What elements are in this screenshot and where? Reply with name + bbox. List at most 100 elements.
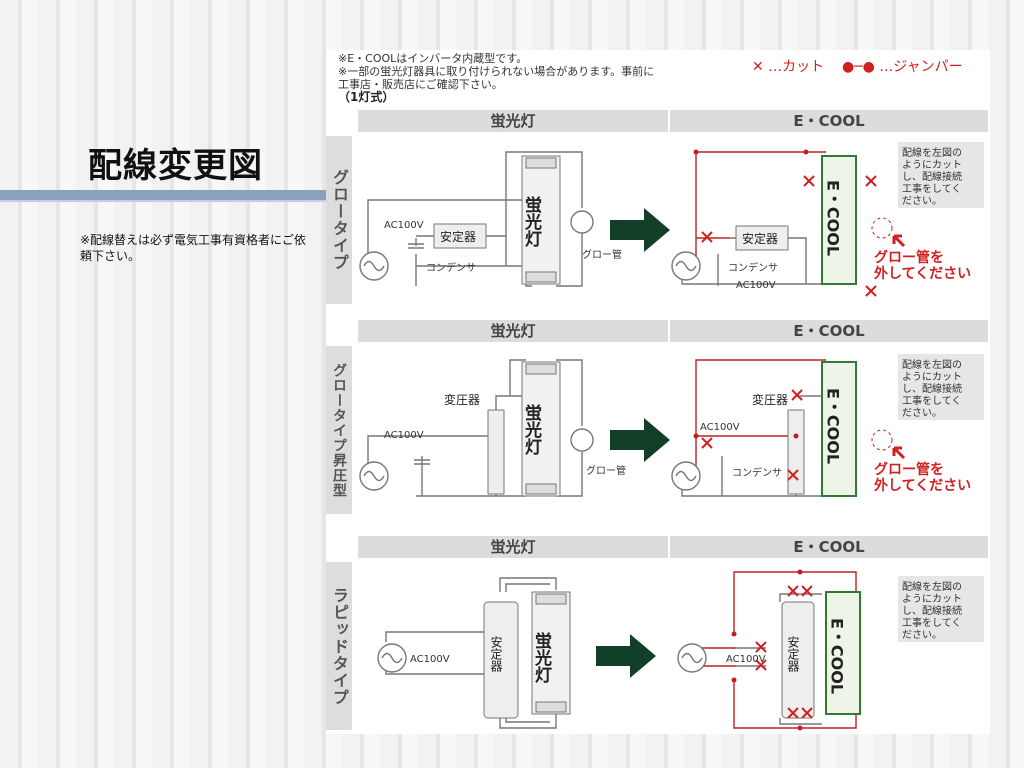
arrow-icon bbox=[610, 208, 670, 252]
instruction-text: 配線を左図の bbox=[902, 580, 962, 593]
ecool-lamp-label: E・COOL bbox=[824, 388, 843, 464]
right-header: E・COOL bbox=[670, 536, 988, 558]
transformer-box bbox=[487, 409, 505, 495]
sine-wave bbox=[681, 652, 703, 664]
capacitor-label: コンデンサ bbox=[426, 261, 476, 274]
remove-starter-text: グロー管を bbox=[874, 461, 944, 478]
capacitor-label: コンデンサ bbox=[728, 261, 778, 274]
instruction-box bbox=[898, 142, 984, 208]
removed-starter-icon bbox=[871, 217, 893, 239]
ballast-box bbox=[735, 225, 789, 251]
accent-bar bbox=[0, 190, 326, 200]
instruction-text: ようにカット bbox=[902, 159, 962, 171]
ballast-label: 安定器 bbox=[742, 231, 778, 246]
ac-label: AC100V bbox=[700, 422, 740, 433]
left-header: 蛍光灯 bbox=[358, 320, 668, 342]
panel-note: ※E・COOLはインバータ内蔵型です。 ※一部の蛍光灯器具に取り付けられない場合… bbox=[338, 52, 654, 104]
transformer-box bbox=[787, 409, 805, 495]
instruction-text: ださい。 bbox=[902, 195, 942, 207]
arrow-icon bbox=[610, 418, 670, 462]
instruction-text: し、配線接続 bbox=[902, 604, 962, 617]
legend-jumper: ●─● …ジャンパー bbox=[842, 59, 963, 75]
ecool-lamp bbox=[821, 155, 857, 285]
ecool-lamp bbox=[825, 591, 861, 715]
cut-mark-icon bbox=[755, 585, 813, 719]
panel-note-line: ※E・COOLはインバータ内蔵型です。 bbox=[338, 52, 528, 65]
cut-mark-icon bbox=[701, 389, 803, 481]
lamp-end-top bbox=[525, 363, 557, 375]
remove-starter-text: グロー管を bbox=[874, 249, 944, 266]
sine-wave bbox=[363, 260, 385, 272]
glow-stepup-diagram: AC100V 変圧器 蛍光灯 グロー管 AC100V 変圧器 コンデンサ E・C… bbox=[359, 354, 984, 497]
section-type-label: グロータイプ bbox=[326, 136, 352, 304]
sine-wave bbox=[381, 652, 403, 664]
jumper-wire bbox=[695, 151, 826, 266]
slide-title: 配線変更図 bbox=[88, 146, 263, 186]
left-header: 蛍光灯 bbox=[358, 536, 668, 558]
fluorescent-lamp bbox=[521, 155, 561, 285]
lamp-end-bottom bbox=[535, 701, 567, 713]
arrow-icon bbox=[596, 634, 656, 678]
fluorescent-lamp bbox=[531, 591, 571, 715]
rapid-type-diagram: AC100V 安定器 蛍光灯 AC100V 安定器 E・COOL bbox=[377, 569, 984, 731]
right-header: E・COOL bbox=[670, 320, 988, 342]
ac-label: AC100V bbox=[384, 220, 424, 231]
instruction-text: 工事をしてく bbox=[902, 616, 961, 629]
removed-starter-icon bbox=[871, 429, 893, 451]
legend: ✕ …カット ●─● …ジャンパー bbox=[752, 56, 963, 76]
sine-wave bbox=[675, 470, 697, 482]
instruction-text: 工事をしてく bbox=[902, 182, 961, 195]
ac-label: AC100V bbox=[410, 654, 450, 665]
jumper-dot bbox=[693, 433, 699, 439]
jumper-dot bbox=[793, 433, 799, 439]
instruction-text: ださい。 bbox=[902, 407, 942, 419]
starter-symbol bbox=[570, 210, 594, 234]
instruction-text: 工事をしてく bbox=[902, 394, 961, 407]
lamp-count: （1灯式） bbox=[338, 90, 395, 104]
fluorescent-lamp bbox=[521, 361, 561, 497]
instruction-text: 配線を左図の bbox=[902, 146, 962, 159]
ecool-lamp-label: E・COOL bbox=[828, 618, 847, 694]
jumper-dot bbox=[731, 677, 737, 683]
glow-type-diagram: AC100V 安定器 コンデンサ 蛍光灯 グロー管 安定器 コンデンサ AC10… bbox=[359, 142, 984, 297]
instruction-text: 配線を左図の bbox=[902, 358, 962, 371]
jumper-dot bbox=[797, 725, 803, 731]
pointer-arrow-icon bbox=[892, 234, 906, 248]
lamp-label: 蛍光灯 bbox=[521, 403, 543, 456]
instruction-text: し、配線接続 bbox=[902, 170, 962, 183]
accent-bar-highlight bbox=[0, 200, 326, 202]
instruction-box bbox=[898, 354, 984, 420]
instruction-text: ださい。 bbox=[902, 629, 942, 641]
ac-label: AC100V bbox=[726, 654, 766, 665]
pointer-arrow-icon bbox=[892, 446, 906, 460]
lamp-label: 蛍光灯 bbox=[531, 631, 553, 684]
starter-label: グロー管 bbox=[586, 464, 626, 477]
lamp-end-top bbox=[525, 157, 557, 169]
diagram-panel: ※E・COOLはインバータ内蔵型です。 ※一部の蛍光灯器具に取り付けられない場合… bbox=[326, 50, 990, 734]
instruction-text: ようにカット bbox=[902, 371, 962, 383]
starter-label: グロー管 bbox=[582, 248, 622, 261]
jumper-dot bbox=[797, 569, 803, 575]
cut-mark-icon bbox=[701, 175, 877, 297]
panel-note-line: ※一部の蛍光灯器具に取り付けられない場合があります。事前に bbox=[338, 65, 655, 78]
instruction-box bbox=[898, 576, 984, 642]
starter-symbol bbox=[570, 428, 594, 452]
sine-wave bbox=[363, 470, 385, 482]
jumper-wire bbox=[695, 359, 826, 476]
ballast-box bbox=[483, 601, 519, 719]
remove-starter-text: 外してください bbox=[874, 265, 971, 282]
right-header: E・COOL bbox=[670, 110, 988, 132]
legend-cut: ✕ …カット bbox=[752, 59, 825, 75]
ecool-lamp-label: E・COOL bbox=[824, 180, 843, 256]
remove-starter-text: 外してください bbox=[874, 477, 971, 494]
ballast-box bbox=[433, 223, 487, 249]
ac-label: AC100V bbox=[736, 280, 776, 291]
left-header: 蛍光灯 bbox=[358, 110, 668, 132]
capacitor-label: コンデンサ bbox=[732, 466, 782, 479]
ac-label: AC100V bbox=[384, 430, 424, 441]
transformer-label: 変圧器 bbox=[752, 392, 788, 407]
slide-note: ※配線替えは必ず電気工事有資格者にご依頼下さい。 bbox=[80, 233, 306, 263]
jumper-dot bbox=[693, 149, 699, 155]
ballast-label: 安定器 bbox=[489, 635, 503, 673]
lamp-end-top bbox=[535, 593, 567, 605]
